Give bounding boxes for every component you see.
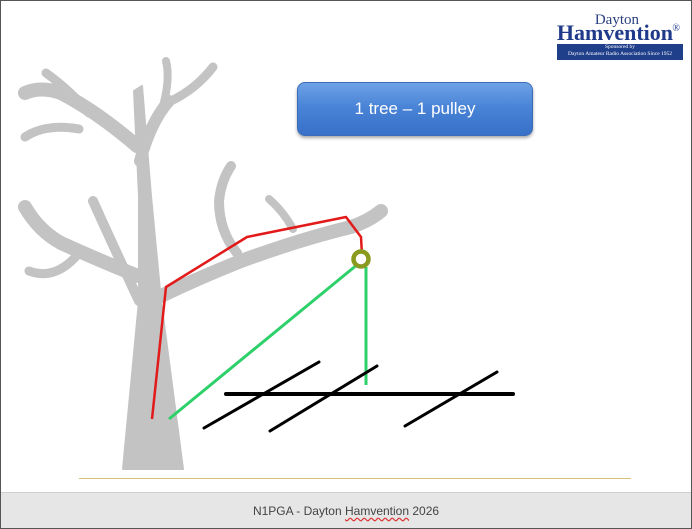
logo-top-text: Dayton bbox=[594, 12, 639, 28]
logo-sponsor-band: Sponsored by Dayton Amateur Radio Associ… bbox=[557, 44, 683, 60]
tree-illustration bbox=[18, 57, 388, 470]
hamvention-logo: Dayton Hamvention ® Sponsored by Dayton … bbox=[556, 12, 683, 64]
logo-sponsor-line1: Sponsored by bbox=[604, 44, 636, 50]
slide-footer: N1PGA - Dayton Hamvention 2026 bbox=[1, 492, 691, 528]
logo-main-text: Hamvention bbox=[556, 20, 673, 45]
logo-registered-mark: ® bbox=[672, 23, 680, 34]
footer-hamvention-word: Hamvention bbox=[344, 504, 410, 518]
divider-line bbox=[79, 478, 631, 479]
antenna-elements bbox=[202, 360, 515, 433]
green-rope-diagonal bbox=[168, 262, 359, 421]
logo-sponsor-line2: Dayton Amateur Radio Association Since 1… bbox=[567, 51, 673, 57]
red-rope bbox=[150, 215, 364, 420]
footer-suffix: 2026 bbox=[409, 504, 440, 518]
footer-prefix: N1PGA - Dayton bbox=[252, 504, 345, 518]
pulley-icon bbox=[351, 249, 371, 269]
slide-title: 1 tree – 1 pulley bbox=[297, 82, 533, 136]
